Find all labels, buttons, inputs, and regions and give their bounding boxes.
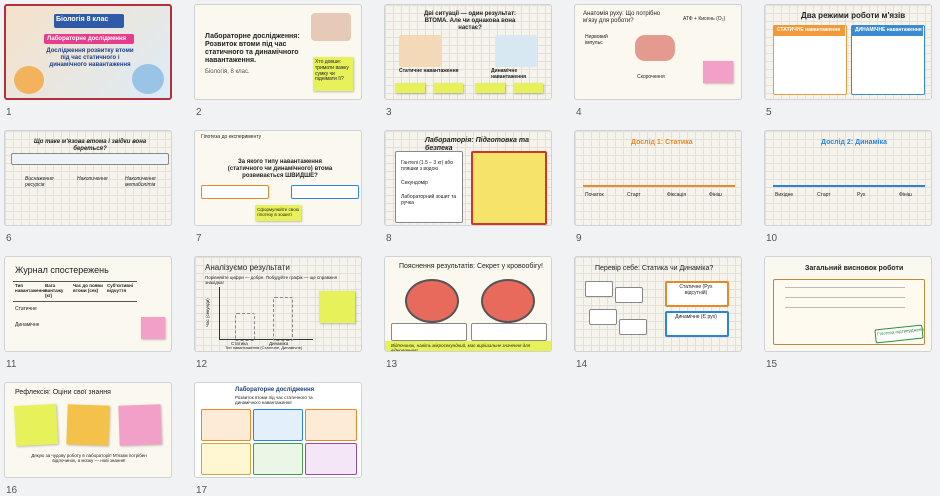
slide-number-7: 7	[196, 233, 202, 244]
slide-17-subtitle: Розвиток втоми під час статичного та дин…	[235, 395, 313, 406]
slide-14-title: Перевір себе: Статика чи Динаміка?	[595, 265, 714, 272]
slide-12-ylabel: Час (секунди)	[205, 298, 210, 327]
slide-8-item-1: Гантелі (1.5 – 3 кг) або пляшки з водою	[401, 160, 454, 172]
slide-number-4: 4	[576, 107, 582, 118]
slide-16-title: Рефлексія: Оціни свої знання	[15, 389, 111, 396]
slide-8-item-3: Лабораторний зошит та ручка	[401, 194, 457, 206]
slide-7-top: Гіпотеза до експерименту	[201, 134, 262, 140]
slide-3-title: Дві ситуації — один результат: ВТОМА. Ал…	[423, 11, 517, 31]
slide-11-col-4: Суб'єктивні відчуття	[107, 283, 134, 294]
slide-13-title: Пояснення результатів: Секрет у кровообі…	[399, 263, 543, 270]
slide-3-label-dynamic: Динамічне навантаження	[491, 68, 527, 80]
slide-12-subtitle: Порівняйте цифри — добре. Побудуйте граф…	[205, 275, 338, 286]
slide-1-line2: Дослідження розвитку втоми під час стати…	[46, 48, 134, 68]
slide-7-title: За якого типу навантаження (статичного ч…	[227, 159, 333, 179]
slide-2-note: Хто довше: тримати важку сумку чи піднім…	[315, 59, 349, 83]
slide-number-9: 9	[576, 233, 582, 244]
slide-11-col-3: Час до появи втоми (сек)	[73, 283, 103, 294]
slide-6-title: Що таке м'язова втома і звідки вона бере…	[33, 139, 147, 152]
slide-12-xlabel: Тип навантаження (Статичне, Динамічне)	[225, 345, 303, 350]
slide-number-6: 6	[6, 233, 12, 244]
slide-4-title: Анатомія руху: Що потрібно м'язу для роб…	[583, 11, 661, 24]
slide-10-title: Дослід 2: Динаміка	[821, 139, 888, 146]
slide-1-subtitle: Лабораторне дослідження	[47, 36, 127, 42]
slide-number-8: 8	[386, 233, 392, 244]
slide-9-step-2: Старт	[627, 192, 641, 198]
slide-9-step-4: Фініш	[709, 192, 722, 198]
slide-number-17: 17	[196, 485, 208, 496]
slide-2-meta: Біологія, 8 клас.	[205, 69, 250, 75]
slide-11-row-2: Динамічне	[15, 322, 40, 328]
slide-13-caption: Відпочинок, навіть мікросекундний, має в…	[391, 343, 531, 352]
slide-4-item-3: Скорочення	[637, 74, 665, 80]
slide-10-step-1: Вихідне	[775, 192, 794, 198]
slide-number-15: 15	[766, 359, 778, 370]
slide-4-item-1: Нервовий імпульс	[585, 34, 608, 46]
slide-11-row-1: Статичне	[15, 306, 37, 312]
slide-number-12: 12	[196, 359, 208, 370]
slide-17-title: Лабораторне дослідження	[235, 387, 315, 393]
slide-4-item-2: АТФ + Кисень (O₂)	[683, 16, 726, 22]
slide-12-xcat-2: Динаміка	[269, 341, 289, 346]
slide-14-box-dynamic: Динамічне (Є рух)	[675, 314, 717, 320]
slide-5-left: СТАТИЧНЕ навантаження	[777, 27, 841, 33]
slide-10-step-4: Фініш	[899, 192, 912, 198]
slide-10-step-2: Старт	[817, 192, 831, 198]
slide-14-box-static: Статичне (Рух відсутній)	[679, 284, 713, 296]
slide-12-title: Аналізуємо результати	[205, 263, 290, 272]
slide-3-label-static: Статичне навантаження	[399, 68, 459, 74]
slide-number-11: 11	[6, 359, 17, 370]
slide-11-title: Журнал спостережень	[15, 265, 109, 275]
slide-5-title: Два режими роботи м'язів	[801, 11, 906, 20]
slide-9-title: Дослід 1: Статика	[631, 139, 693, 146]
slide-9-step-1: Початок	[585, 192, 604, 198]
slide-6-item-1: Виснаження ресурсів	[25, 176, 54, 188]
slide-2-title: Лабораторне дослідження: Розвиток втоми …	[205, 33, 300, 65]
slide-number-13: 13	[386, 359, 398, 370]
slide-1-title: Біологія 8 клас	[56, 16, 109, 23]
slide-8-title: Лабораторія: Підготовка та безпека	[425, 137, 529, 153]
slide-number-14: 14	[576, 359, 588, 370]
slide-11-col-2: Вага вантажу (кг)	[45, 283, 64, 299]
slide-number-16: 16	[6, 485, 18, 496]
slide-10-step-3: Рух	[857, 192, 866, 198]
slide-9-step-3: Фіксація	[667, 192, 687, 198]
slide-number-2: 2	[196, 107, 202, 118]
slide-11-col-1: Тип навантаження	[15, 283, 47, 294]
slide-6-item-2: Накопичення	[77, 176, 108, 182]
slide-number-1: 1	[6, 107, 12, 118]
slide-8-item-2: Секундомір	[401, 180, 428, 186]
slide-16-footer: Дякую за чудову роботу в лабораторії! М'…	[31, 453, 147, 464]
slide-15-title: Загальний висновок роботи	[805, 265, 904, 272]
slide-12-xcat-1: Статика	[231, 341, 248, 346]
slide-7-note: Сформулюйте свою гіпотезу в зошиті	[257, 207, 299, 218]
slide-5-right: ДИНАМІЧНЕ навантаження	[855, 27, 922, 33]
slide-6-item-3: Накопичення метаболітів	[125, 176, 156, 188]
slide-number-10: 10	[766, 233, 778, 244]
slide-number-5: 5	[766, 107, 772, 118]
slide-number-3: 3	[386, 107, 392, 118]
